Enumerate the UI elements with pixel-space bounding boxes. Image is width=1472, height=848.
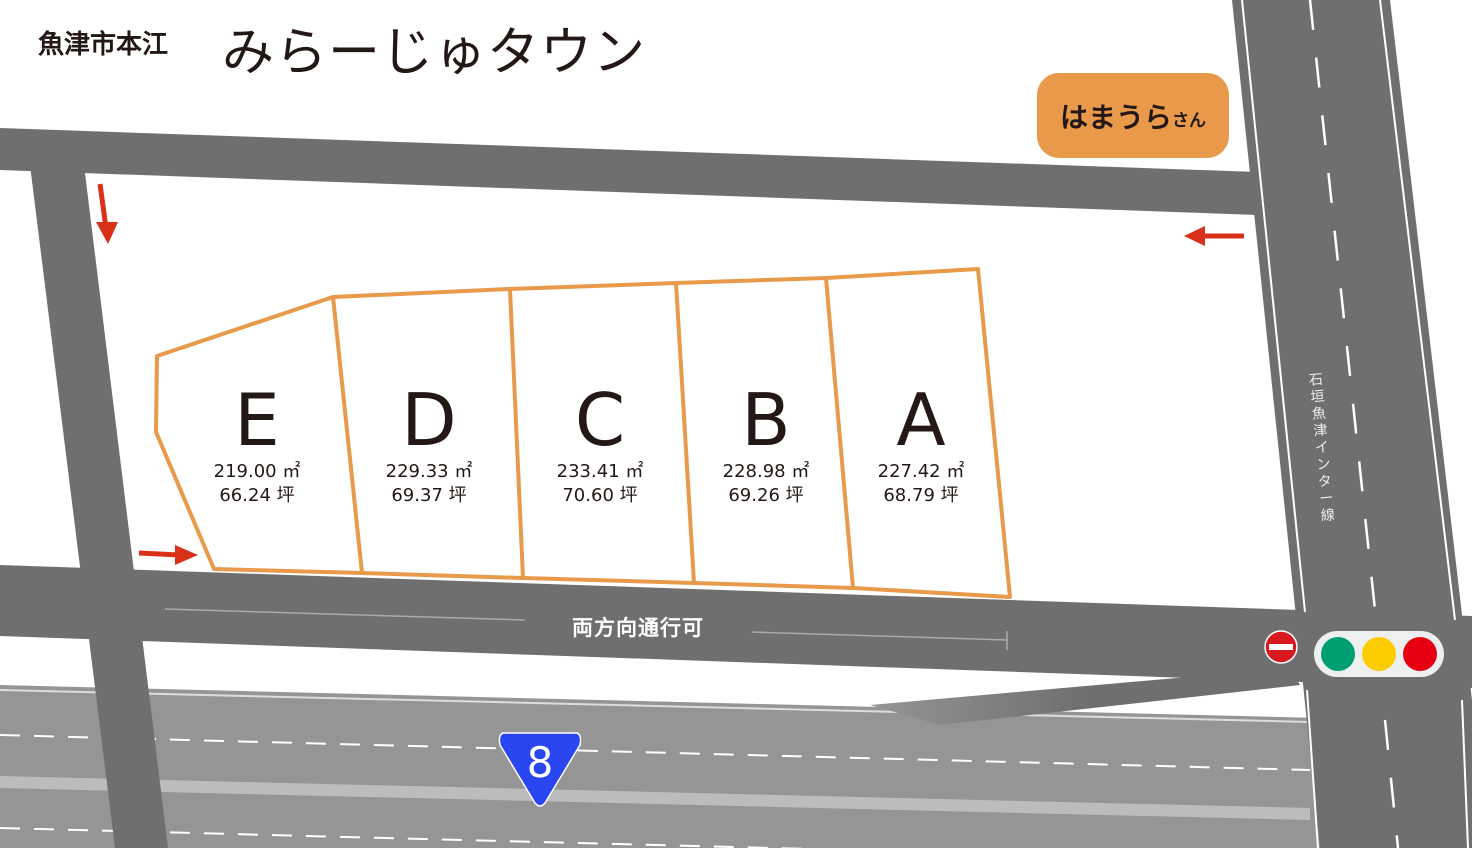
lot-label: E [234,378,280,462]
traffic-light-icon [1314,631,1444,677]
middle-road-label: 両方向通行可 [572,616,704,640]
lot-label: C [574,378,626,462]
arrow-down-icon [96,183,118,244]
lot-label: B [741,378,791,462]
lot-area-m2: 228.98 ㎡ [722,461,810,482]
left-road [30,165,168,848]
lot-area-tsubo: 69.37 坪 [391,485,467,506]
page-title: みらーじゅタウン [222,23,647,83]
landmark-suffix: さん [1172,111,1206,131]
arrow-right-icon [138,545,198,565]
lot-area-m2: 229.33 ㎡ [385,461,473,482]
ramp-road [870,668,1300,725]
city-name: 魚津市本江 [38,30,169,60]
lot-area-m2: 227.42 ㎡ [877,461,965,482]
landmark-name: はまうら [1059,100,1172,134]
route-8-sign-icon [498,732,582,807]
lot-area-m2: 233.41 ㎡ [556,461,644,482]
arrow-left-icon [1184,226,1244,246]
lot-area-tsubo: 68.79 坪 [883,485,959,506]
lot-area-tsubo: 70.60 坪 [562,485,638,506]
route-number: 8 [526,738,554,787]
landmark-hamaura: はまうらさん [1037,73,1229,158]
middle-road [0,565,1472,688]
lot-area-m2: 219.00 ㎡ [213,461,301,482]
highway-route-8 [0,668,1472,848]
lot-label: D [401,378,457,462]
lot-label: A [896,378,946,462]
lot-area-tsubo: 69.26 坪 [728,485,804,506]
lot-area-tsubo: 66.24 坪 [219,485,295,506]
no-entry-sign-icon [1264,630,1298,664]
top-road [0,128,1258,215]
lot-outlines [154,267,1012,599]
